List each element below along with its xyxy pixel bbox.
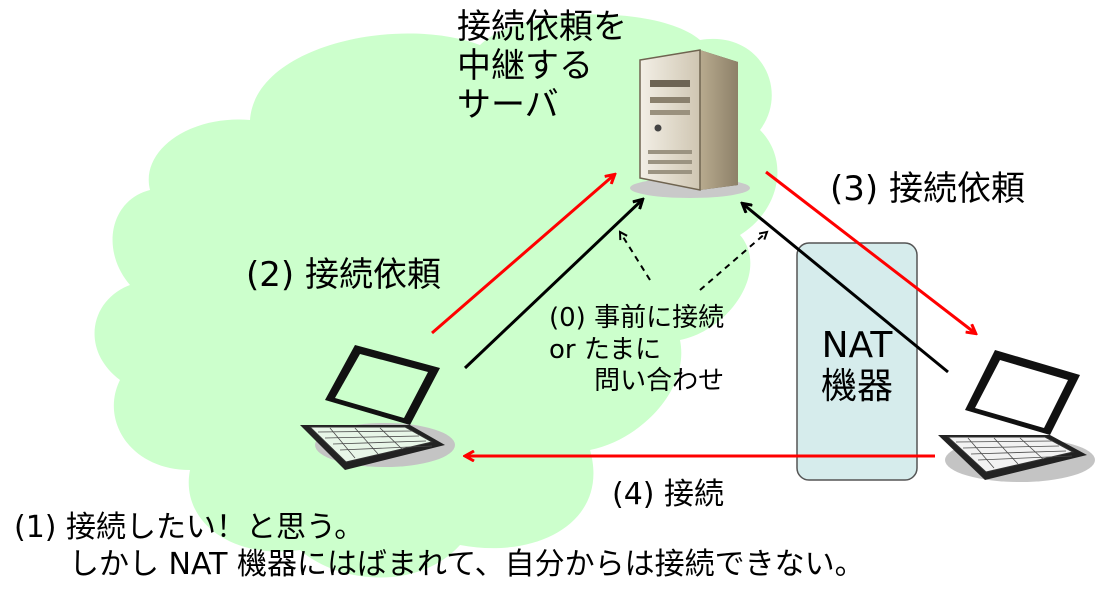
step3-label: (3) 接続依頼 [830,169,1025,209]
pre-connect-arrow-right [699,232,767,291]
step2-label: (2) 接続依頼 [246,255,441,295]
pre-connect-arrow-left [620,232,651,281]
flow-arrow-peer-to-server [743,204,949,374]
step4-label: (4) 接続 [612,477,725,512]
step1-label: (1) 接続したい！と思う。 しかし NAT 機器にはばまれて、自分からは接続で… [14,510,865,582]
server-icon [630,49,750,198]
network-cloud [94,14,778,578]
request-arrow-client-to-server [431,175,614,335]
step0-label: (0) 事前に接続 or たまに 問い合わせ [549,303,725,397]
request-arrow-server-to-peer [765,170,975,333]
flow-arrow-client-to-server [463,200,642,370]
laptop-icon [300,345,455,470]
laptop-icon [938,350,1095,482]
nat-device-label: NAT 機器 [820,325,893,408]
server-label: 接続依頼を 中継する サーバ [457,7,627,126]
